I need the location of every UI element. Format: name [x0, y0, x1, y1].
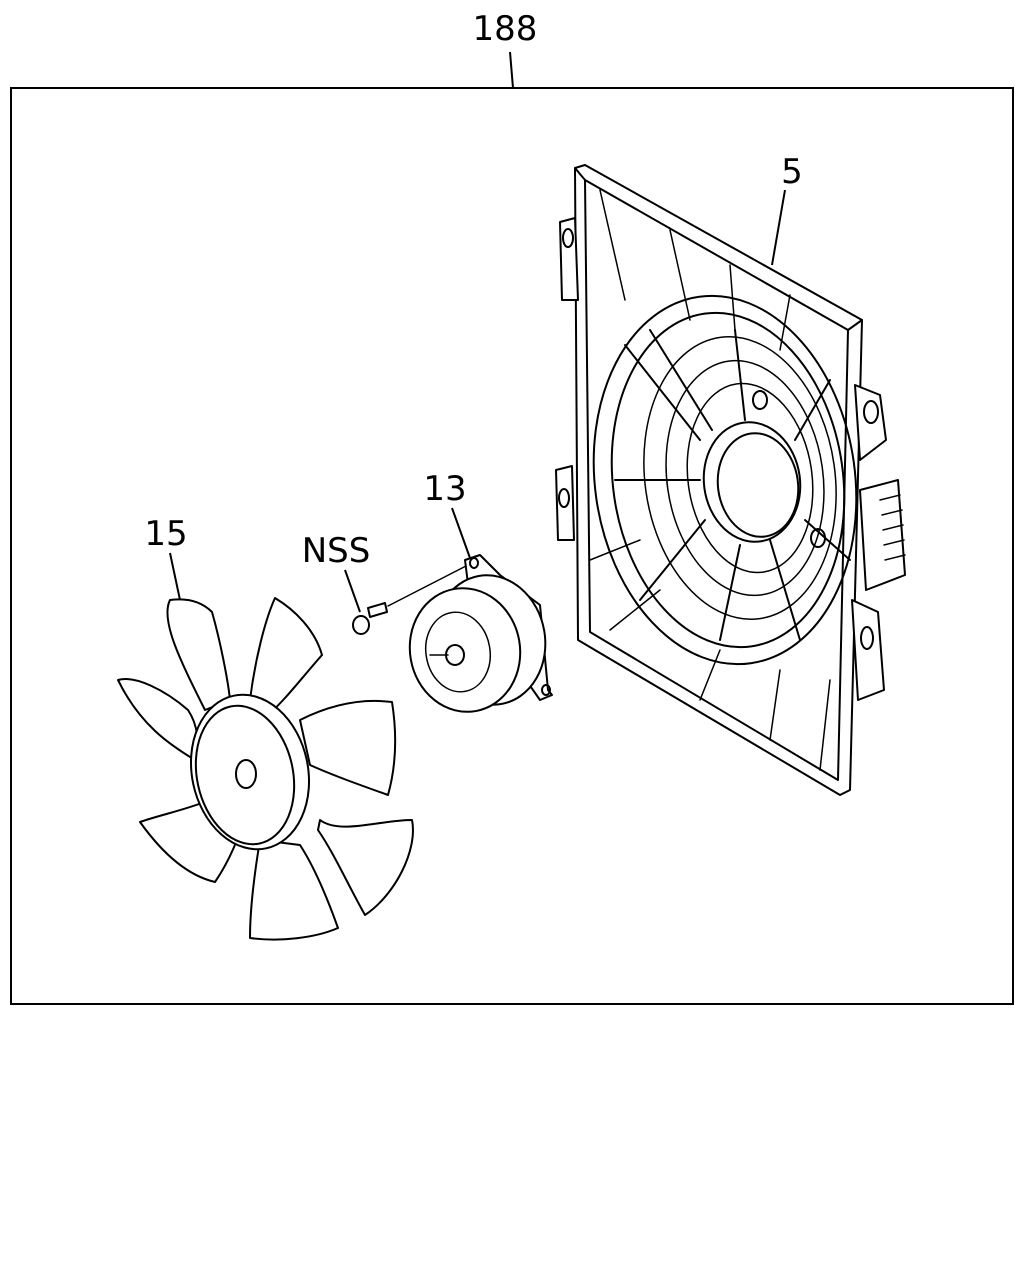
screw-shank [367, 602, 388, 618]
shroud-hub-opening [702, 421, 802, 543]
callout-leader-shroud [771, 189, 786, 266]
shroud-connector-block [859, 479, 906, 591]
fan-motor [408, 554, 553, 713]
shroud-mount-tab-upper-left [559, 217, 579, 301]
mounting-screw [352, 565, 467, 635]
fan-blade [249, 597, 323, 716]
screw-alignment-line [387, 565, 467, 607]
fan-blade [117, 678, 199, 761]
shroud-outer-ring [592, 294, 858, 666]
fan-blade [317, 819, 414, 916]
callout-leader-motor [451, 507, 471, 559]
cooling-fan [117, 597, 414, 941]
assembly-leader-line [509, 51, 514, 89]
callout-label-motor: 13 [423, 469, 466, 509]
fan-blade [299, 699, 397, 796]
callout-leader-screw [344, 569, 361, 613]
shroud-inner-frame [584, 179, 849, 781]
assembly-number-label: 188 [473, 9, 538, 49]
fan-blade [166, 598, 231, 711]
fan-shroud [555, 164, 906, 796]
shroud-mount-tab-lower-left [555, 465, 575, 541]
fan-shaft-bore [235, 759, 257, 789]
shroud-mount-tab-lower-right [851, 599, 885, 701]
fan-blade [249, 839, 339, 941]
shroud-spoke [624, 344, 701, 441]
callout-leader-fan [169, 552, 181, 601]
callout-label-shroud: 5 [781, 152, 803, 192]
callout-label-screw: NSS [302, 531, 371, 571]
callout-label-fan: 15 [144, 514, 187, 554]
screw-head [352, 615, 370, 635]
assembly-frame [10, 87, 1014, 1005]
